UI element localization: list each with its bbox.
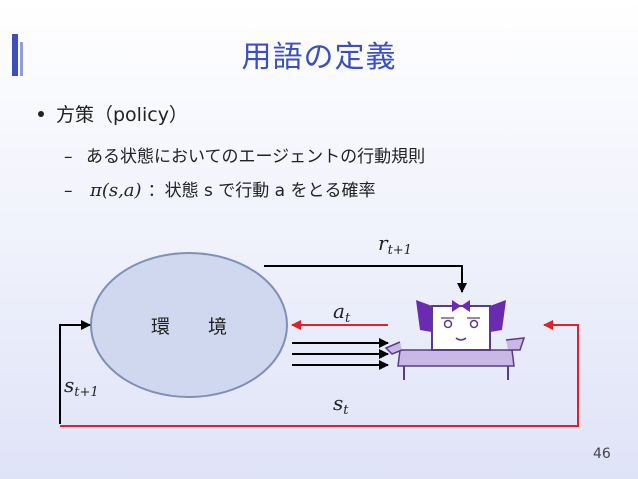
environment-label: 環 境 [151,316,227,338]
bullet-policy-text: 方策（policy） [56,104,188,126]
policy-formula: π(s,a) [90,180,142,201]
state-label: st [333,391,349,418]
sub-item-dash: – [64,147,73,167]
next-state-left-arrow [59,320,91,424]
slide-title: 用語の定義 [241,40,397,75]
sub-item-definition: –ある状態においてのエージェントの行動規則 [64,142,425,167]
action-label: at [333,299,351,326]
agent-character-icon [384,300,526,380]
title-accent-bar [12,34,23,76]
next-state-red-loop [60,320,579,427]
title-accent-bar-shadow [20,42,23,76]
action-label-sub: t [345,311,351,326]
reward-label-sub: t+1 [388,243,412,258]
bullet-dot-icon [38,110,44,117]
action-label-base: a [333,299,345,323]
sub-item-definition-text: ある状態においてのエージェントの行動規則 [86,147,426,167]
next-state-label-sub: t+1 [74,385,98,400]
page-number: 46 [593,446,611,462]
environment-ellipse [90,252,288,398]
next-state-label-base: s [64,373,74,397]
sub-item-dash: – [64,181,73,201]
title-accent-bar-main [12,34,18,76]
reward-arrow [264,265,467,293]
next-state-label: st+1 [64,373,99,400]
state-label-base: s [333,391,343,415]
sub-item-probability-text: ：状態 s で行動 a をとる確率 [147,181,376,201]
reward-label-base: r [378,231,389,255]
sub-item-probability: –π(s,a)：状態 s で行動 a をとる確率 [64,176,375,201]
bullet-policy: 方策（policy） [38,100,188,127]
reward-label: rt+1 [378,231,412,258]
state-label-sub: t [343,403,349,418]
